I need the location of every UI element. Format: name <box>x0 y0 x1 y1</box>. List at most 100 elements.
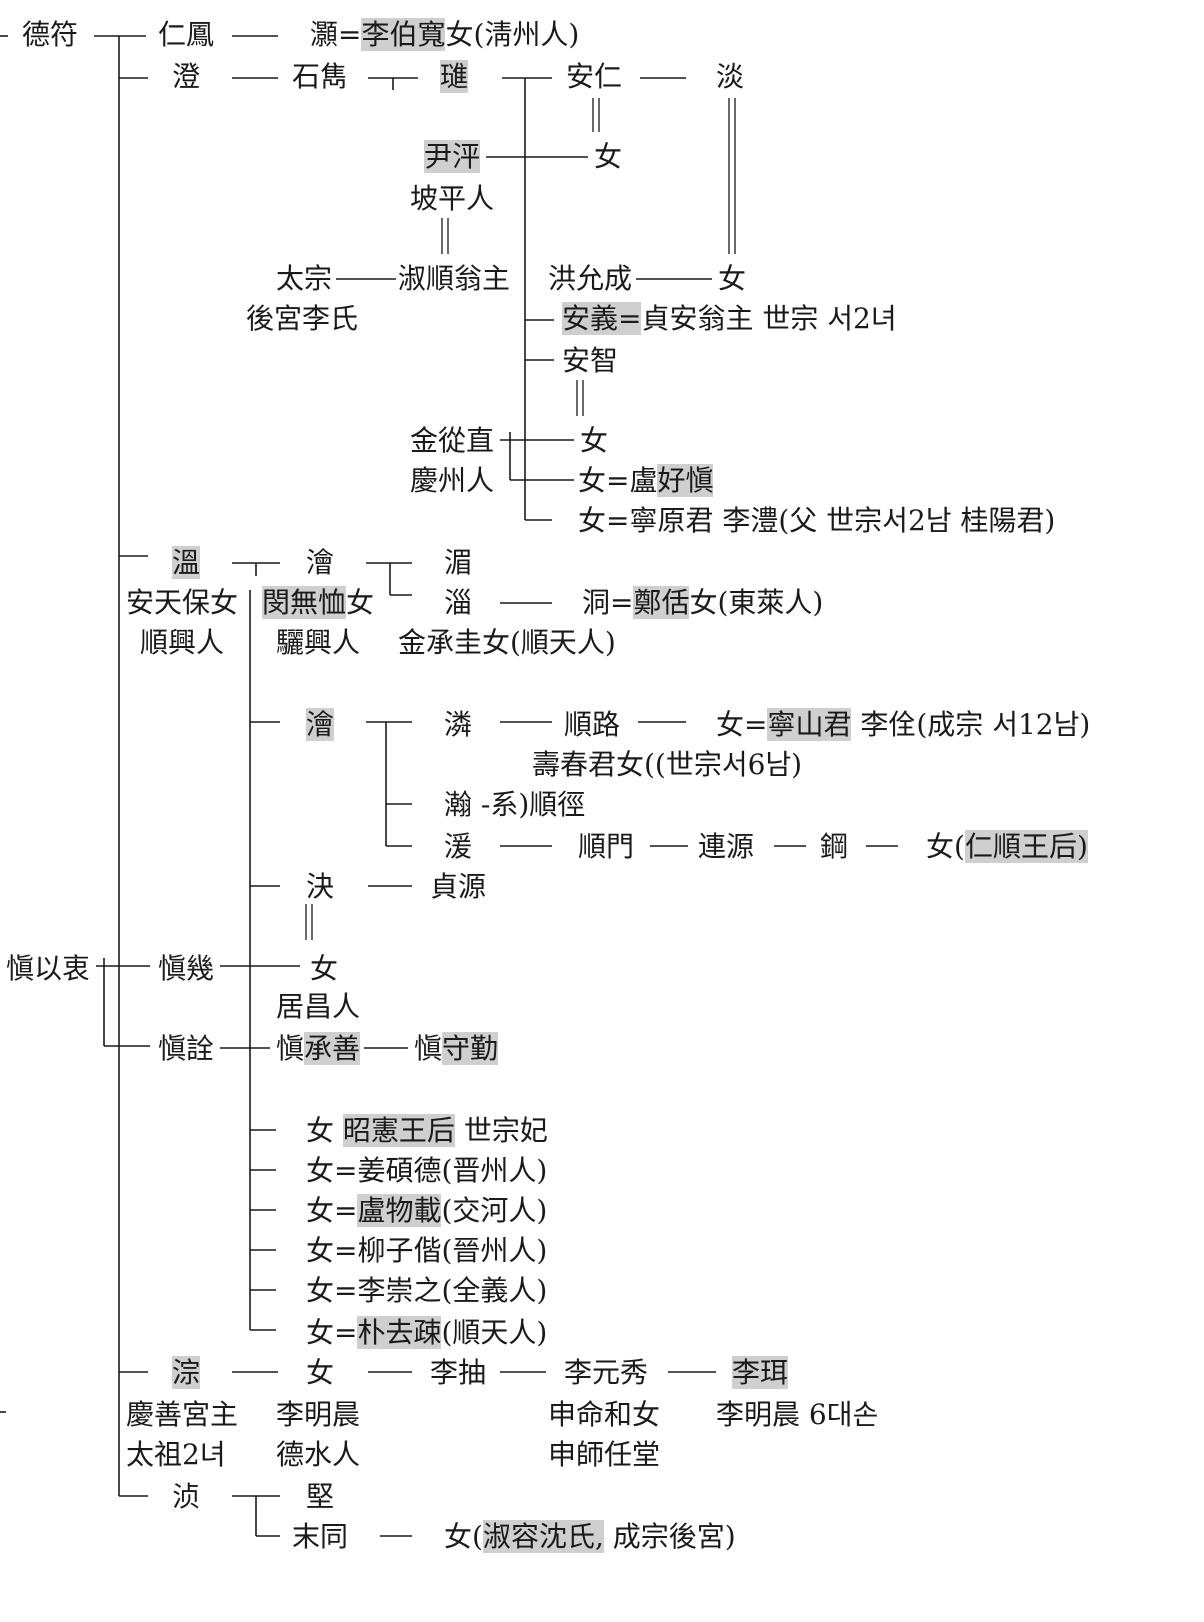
label-text: 坡平人 <box>410 182 495 215</box>
label-text: 安天保女 <box>126 586 239 619</box>
label-text: 後宮李氏 <box>246 302 359 335</box>
n-iwonsu: 李元秀 <box>564 1356 648 1390</box>
n-jeong: 浈 <box>172 1480 200 1514</box>
label-text: 潾 <box>444 708 473 741</box>
highlighted-name: 璡 <box>440 60 469 93</box>
n-c5: 女=李崇之(全義人) <box>306 1274 547 1308</box>
highlighted-name: 昭憲王后 <box>342 1114 455 1147</box>
label-text: 愼詮 <box>158 1032 215 1065</box>
n-c2: 女=姜碩德(晋州人) <box>306 1154 547 1188</box>
n-maldong: 末同 <box>292 1520 348 1554</box>
label-text: 女=盧 <box>578 464 658 497</box>
label-text: 安仁 <box>566 60 623 93</box>
n-yeo9: 女 <box>306 1356 334 1390</box>
n-gyeol: 決 <box>306 870 334 904</box>
label-text: 女= <box>306 1316 358 1349</box>
label-text: 成宗後宮) <box>603 1520 736 1553</box>
n-hongyun: 洪允成 <box>548 262 632 296</box>
highlighted-name: 好愼 <box>657 464 714 497</box>
n-yeo8: 女 <box>310 952 338 986</box>
n-pa: 湲 <box>444 830 472 864</box>
label-text: 居昌人 <box>276 990 361 1023</box>
n-singi: 愼幾 <box>158 952 214 986</box>
label-text: 澄 <box>172 60 201 93</box>
label-text: 末同 <box>292 1520 349 1553</box>
label-text: 貞安翁主 世宗 서2녀 <box>641 302 897 335</box>
label-text: 堅 <box>306 1480 335 1513</box>
highlighted-name: 淑容沈氏, <box>482 1520 604 1553</box>
highlighted-name: 寧山君 <box>767 708 852 741</box>
highlighted-name: 澮 <box>306 708 335 741</box>
label-text: 連源 <box>698 830 755 863</box>
n-minmuhyul: 閔無恤女 <box>262 586 374 620</box>
highlighted-name: 李珥 <box>732 1356 789 1389</box>
label-text: 申命和女 <box>548 1398 661 1431</box>
n-sinsaim: 申師任堂 <box>548 1438 660 1472</box>
highlighted-name: 仁順王后) <box>964 830 1088 863</box>
n-rin: 潾 <box>444 708 472 742</box>
n-geochang: 居昌人 <box>276 990 360 1024</box>
label-text: 湲 <box>444 830 473 863</box>
n-yeo2: 女 <box>718 262 746 296</box>
highlighted-name: 守勤 <box>442 1032 499 1065</box>
label-text: 湄 <box>444 546 473 579</box>
label-text: 愼 <box>276 1032 305 1065</box>
label-text: 驪興人 <box>276 626 361 659</box>
n-sinmyeong: 申命和女 <box>548 1398 660 1432</box>
n-yeo10: 女(淑容沈氏, 成宗後宮) <box>444 1520 736 1554</box>
n-sinjeon: 愼詮 <box>158 1032 214 1066</box>
n-hoe2: 澮 <box>306 708 335 742</box>
highlighted-name: 安義= <box>562 302 642 335</box>
n-ho: 灝=李伯寬女(淸州人) <box>310 18 579 52</box>
n-sunno: 順路 <box>564 708 620 742</box>
n-c4: 女=柳子偕(晉州人) <box>306 1234 547 1268</box>
n-gang: 鋼 <box>820 830 848 864</box>
n-hoe: 澮 <box>306 546 334 580</box>
label-text: 女= <box>306 1194 358 1227</box>
n-c6: 女=朴去疎(順天人) <box>306 1316 547 1350</box>
n-ancheonbo: 安天保女 <box>126 586 238 620</box>
n-taejo: 太祖2녀 <box>126 1438 226 1472</box>
n-gyeongju: 慶州人 <box>410 464 494 498</box>
label-text: 女 <box>306 1114 343 1147</box>
label-text: 太宗 <box>276 262 333 295</box>
label-text: 順路 <box>564 708 621 741</box>
label-text: 安智 <box>562 344 619 377</box>
n-imyeong6: 李明晨 6대손 <box>716 1398 878 1432</box>
n-suchun: 壽春君女((世宗서6남) <box>532 748 802 782</box>
label-text: 李明晨 <box>276 1398 361 1431</box>
label-text: 女=寧原君 李澧(父 世宗서2남 桂陽君) <box>578 504 1056 537</box>
n-inbong: 仁鳳 <box>158 18 214 52</box>
label-text: 灝= <box>310 18 362 51</box>
label-text: 申師任堂 <box>548 1438 661 1471</box>
label-text: 壽春君女((世宗서6남) <box>532 748 803 781</box>
label-text: 洞= <box>582 586 634 619</box>
n-deokbu: 德符 <box>22 18 78 52</box>
label-text: 慶善宮主 <box>126 1398 239 1431</box>
label-text: 愼幾 <box>158 952 215 985</box>
n-yeonwon: 連源 <box>698 830 754 864</box>
label-text: 浈 <box>172 1480 201 1513</box>
n-jin: 璡 <box>440 60 469 94</box>
label-text: (交河人) <box>441 1194 548 1227</box>
highlighted-name: 閔無恤 <box>262 586 347 619</box>
n-dam: 淡 <box>716 60 744 94</box>
label-text: 石雋 <box>292 60 349 93</box>
label-text: 金承圭女(順天人) <box>398 626 616 659</box>
n-dong: 洞=鄭佸女(東萊人) <box>582 586 823 620</box>
n-papyeong: 坡平人 <box>410 182 494 216</box>
n-suksun: 淑順翁主 <box>398 262 510 296</box>
n-yeo4: 女=盧好愼 <box>578 464 714 498</box>
n-on: 溫 <box>172 546 201 580</box>
n-sunheung: 順興人 <box>140 626 224 660</box>
label-text: 金從直 <box>410 424 495 457</box>
n-seokjun: 石雋 <box>292 60 348 94</box>
n-sinseung: 愼承善 <box>276 1032 361 1066</box>
label-text: 順門 <box>578 830 635 863</box>
label-text: 李元秀 <box>564 1356 649 1389</box>
label-text: (順天人) <box>441 1316 548 1349</box>
label-text: 李抽 <box>430 1356 487 1389</box>
n-jeongwon: 貞源 <box>430 870 486 904</box>
